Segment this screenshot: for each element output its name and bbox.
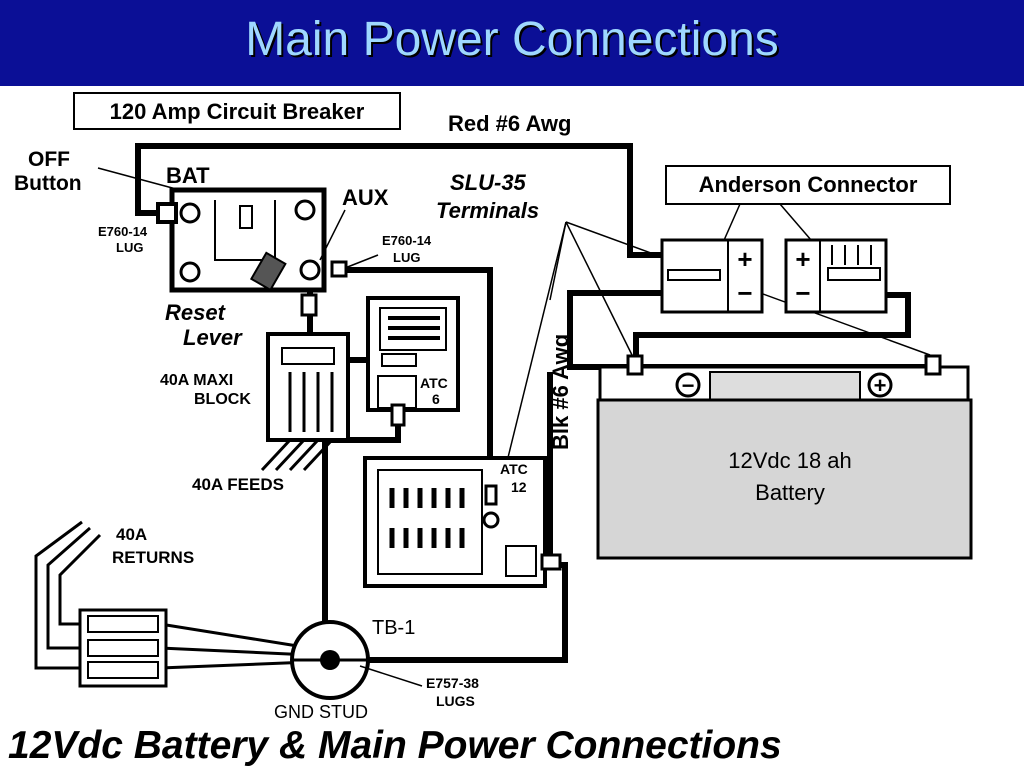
atc6-label-2: 6 (432, 391, 440, 407)
tb1-label: TB-1 (372, 617, 415, 639)
red-wire-main (135, 143, 665, 258)
atc12-panel (363, 456, 562, 588)
svg-text:−: − (795, 278, 810, 308)
off-button (156, 202, 178, 224)
wiring-diagram: 120 Amp Circuit Breaker Red #6 Awg OFF B… (8, 92, 973, 767)
atc6-label-1: ATC (420, 375, 448, 391)
bat-label: BAT (166, 163, 210, 188)
lug-right-label-1: E760-14 (382, 233, 432, 248)
off-label: OFF (28, 148, 70, 171)
red-wire-label: Red #6 Awg (448, 111, 571, 136)
returns-label-1: 40A (116, 525, 147, 544)
anderson-connector-right: + − (784, 238, 888, 314)
return-terminal-block (78, 608, 168, 688)
atc12-label-2: 12 (511, 479, 527, 495)
breaker-label: 120 Amp Circuit Breaker (110, 99, 365, 124)
wire-black-to-ground (345, 372, 568, 663)
lug-right-label-2: LUG (393, 250, 420, 265)
reset-label: Reset (165, 300, 227, 325)
blk-wire-label: Blk #6 Awg (548, 334, 573, 450)
diagram-caption: 12Vdc Battery & Main Power Connections (8, 724, 782, 767)
slide-header: Main Power Connections (0, 0, 1024, 86)
gnd-stud-label: GND STUD (274, 702, 368, 722)
ground-stud (290, 620, 370, 700)
wire-atc6-to-ground (322, 420, 401, 650)
wire-anderson-to-positive (633, 292, 911, 360)
battery-label-2: Battery (755, 480, 825, 505)
return-wires (34, 520, 311, 670)
svg-text:−: − (737, 278, 752, 308)
aux-label: AUX (342, 185, 389, 210)
svg-text:+: + (874, 373, 887, 398)
anderson-label-box: Anderson Connector (665, 165, 951, 205)
battery-negative-terminal (675, 372, 701, 398)
maxi-label-1: 40A MAXI (160, 372, 233, 389)
svg-text:−: − (682, 373, 695, 398)
battery: − + 12Vdc 18 ah Battery (596, 354, 973, 560)
atc6-panel (366, 296, 460, 427)
slu-label-2: Terminals (436, 198, 539, 223)
battery-label-1: 12Vdc 18 ah (728, 448, 852, 473)
svg-text:+: + (795, 244, 810, 274)
slide-title: Main Power Connections (245, 13, 779, 66)
e757-label-2: LUGS (436, 693, 475, 709)
slu-label-1: SLU-35 (450, 170, 527, 195)
reset-lever (249, 251, 287, 292)
maxi-block (266, 293, 350, 442)
anderson-label: Anderson Connector (699, 172, 918, 197)
atc12-label-1: ATC (500, 461, 528, 477)
anderson-connector-left: + − (660, 238, 764, 314)
lug-left-label-2: LUG (116, 240, 143, 255)
e757-label-1: E757-38 (426, 675, 479, 691)
svg-text:+: + (737, 244, 752, 274)
button-label: Button (14, 172, 82, 195)
feeds-label: 40A FEEDS (192, 475, 284, 494)
e760-lug (330, 260, 348, 278)
battery-positive-terminal (867, 372, 893, 398)
wire-aux-to-atc12 (340, 267, 493, 490)
circuit-breaker (156, 187, 327, 293)
returns-label-2: RETURNS (112, 548, 194, 567)
feed-arrows (260, 438, 334, 472)
lever-label: Lever (183, 325, 243, 350)
breaker-label-box: 120 Amp Circuit Breaker (73, 92, 401, 130)
maxi-label-2: BLOCK (194, 391, 251, 408)
lug-left-label-1: E760-14 (98, 224, 148, 239)
